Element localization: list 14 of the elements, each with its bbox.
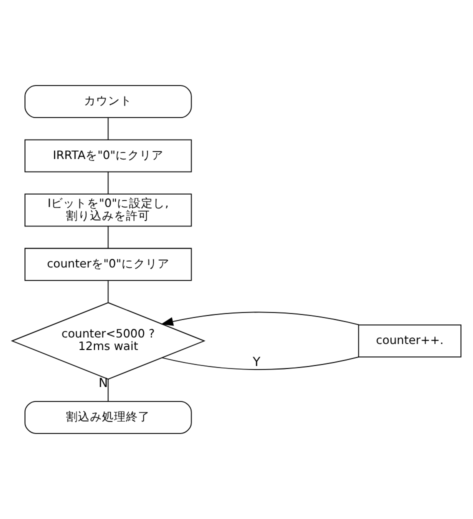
connector: [108, 117, 109, 140]
node-box: カウント: [24, 85, 192, 118]
node-box: Iビットを"0"に設定し, 割り込みを許可: [24, 194, 192, 227]
connector: [108, 378, 109, 402]
node-box: 割込み処理終了: [24, 400, 192, 434]
connector: [162, 356, 360, 370]
arrow: [160, 312, 360, 326]
node-box: counter++.: [358, 324, 462, 358]
connector: [108, 226, 109, 249]
node-box: IRRTAを"0"にクリア: [24, 139, 192, 172]
node-box: counterを"0"にクリア: [24, 248, 192, 281]
edge-label: Y: [252, 354, 260, 370]
connector: [108, 171, 109, 194]
connector: [108, 280, 109, 303]
